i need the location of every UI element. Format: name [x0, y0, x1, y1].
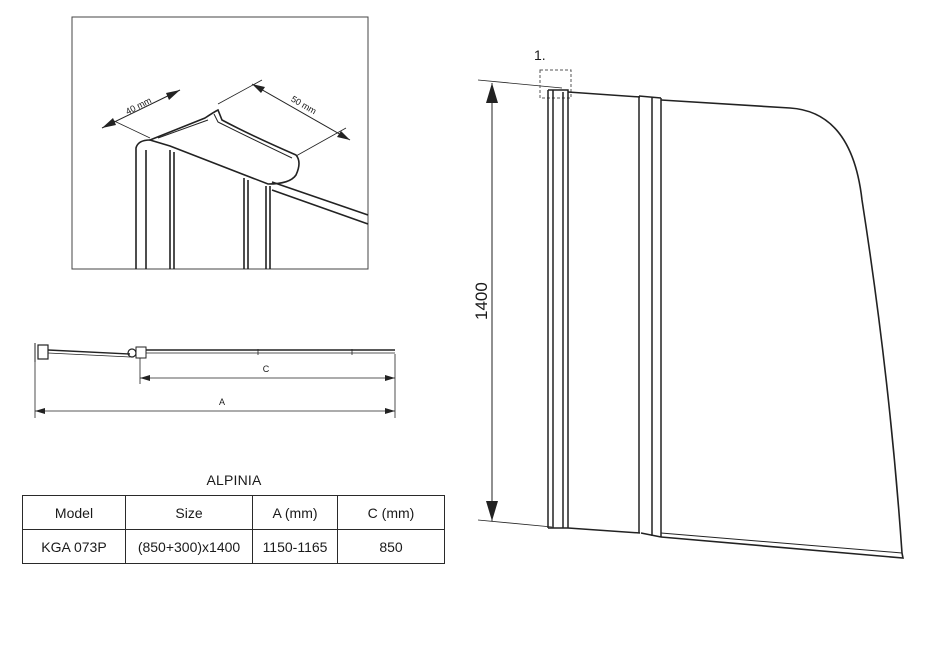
- front-ext-bottom: [477, 519, 553, 528]
- inset-frame: [71, 16, 369, 270]
- plan-dim-a-arrow-a: [35, 408, 45, 414]
- dim-40-arrow-b: [166, 90, 180, 100]
- table-row: KGA 073P (850+300)x1400 1150-1165 850: [22, 529, 445, 564]
- header-model: Model: [22, 495, 126, 530]
- front-height-label: 1400: [472, 282, 491, 320]
- plan-view: C A: [34, 343, 396, 418]
- callout-box: [539, 69, 572, 99]
- swing-panel-bottom-rail: [660, 532, 903, 554]
- front-view: 1400 1.: [472, 47, 904, 559]
- front-dim-arrow-top: [486, 83, 498, 103]
- dim-50-text: 50 mm: [289, 94, 318, 116]
- header-c: C (mm): [337, 495, 445, 530]
- plan-hinge-box: [135, 346, 147, 359]
- dim-50-ext-a: [217, 79, 263, 105]
- dim-40-ext: [111, 119, 151, 139]
- dim-50-arrow-b: [337, 131, 350, 140]
- front-dim-arrow-bottom: [486, 501, 498, 521]
- plan-panel-a2: [47, 352, 131, 358]
- spec-table: Model Size A (mm) C (mm) KGA 073P (850+3…: [22, 495, 445, 564]
- callout-label: 1.: [534, 47, 546, 63]
- header-size: Size: [125, 495, 253, 530]
- glass-edge: [271, 181, 369, 225]
- dim-40-text: 40 mm: [124, 95, 153, 116]
- plan-dim-a-arrow-b: [385, 408, 395, 414]
- wall-profile: [547, 89, 569, 529]
- plan-dim-c-arrow-a: [140, 375, 150, 381]
- plan-wall-profile: [37, 344, 49, 360]
- right-profile: [243, 178, 271, 269]
- profile-detail-inset: 40 mm 50 mm: [71, 16, 369, 270]
- top-cap-inner: [157, 113, 293, 159]
- hinge-profile: [638, 95, 662, 538]
- dim-40-arrow-a: [102, 118, 116, 128]
- cell-model: KGA 073P: [22, 529, 126, 564]
- left-profile: [135, 139, 175, 269]
- plan-panel-a: [47, 349, 131, 355]
- cell-c: 850: [337, 529, 445, 564]
- top-cap: [147, 108, 300, 185]
- fixed-panel: [567, 91, 641, 534]
- plan-hinge: [127, 348, 137, 358]
- header-a: A (mm): [252, 495, 338, 530]
- plan-dim-c-arrow-b: [385, 375, 395, 381]
- plan-label-a: A: [219, 397, 225, 407]
- cell-a: 1150-1165: [252, 529, 338, 564]
- plan-label-c: C: [263, 364, 270, 374]
- table-title: ALPINIA: [206, 472, 262, 488]
- front-ext-top: [477, 79, 563, 89]
- dim-50-ext-b: [295, 127, 347, 157]
- table-header-row: Model Size A (mm) C (mm): [22, 495, 445, 530]
- cell-size: (850+300)x1400: [125, 529, 253, 564]
- dim-50-arrow-a: [252, 84, 265, 93]
- swing-panel: [660, 99, 904, 559]
- dim-50-line: [251, 83, 351, 141]
